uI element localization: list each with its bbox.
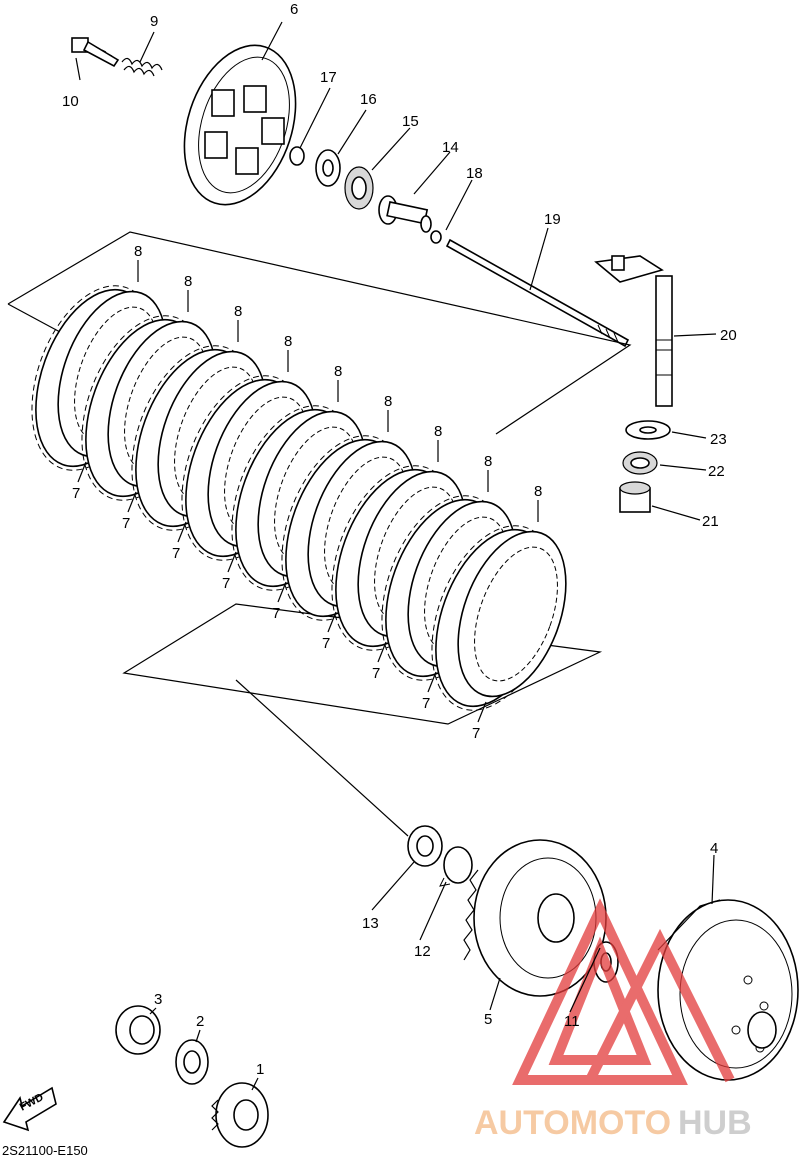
watermark-text-b: HUB: [678, 1104, 752, 1142]
label-15: 15: [402, 113, 419, 130]
label-7-1: 7: [72, 485, 80, 502]
label-23: 23: [710, 431, 727, 448]
leader-7-6: [327, 611, 337, 633]
plates-frame: [7, 231, 632, 725]
push-lever-shaft-20: [594, 255, 673, 407]
label-14: 14: [442, 139, 459, 156]
bearing-15: [344, 166, 374, 210]
pressure-plate-6: [183, 44, 297, 206]
label-9: 9: [150, 13, 158, 30]
fwd-arrow-icon: FWD: [2, 1086, 57, 1132]
label-17: 17: [320, 69, 337, 86]
label-16: 16: [360, 91, 377, 108]
label-8-6: 8: [384, 393, 392, 410]
circlip-17: [289, 146, 305, 166]
label-2: 2: [196, 1013, 204, 1030]
plate-labels: 8 7 8 7 8 7 8 7 8 7 8 7 8 7 8 7 8 7: [72, 243, 542, 742]
leader-7-5: [277, 581, 287, 603]
label-4: 4: [710, 840, 718, 857]
label-8-2: 8: [184, 273, 192, 290]
plate-pair-9: [431, 525, 567, 711]
watermark-logo-icon: [512, 898, 735, 1085]
washer-23: [625, 420, 671, 440]
label-7-7: 7: [372, 665, 380, 682]
label-8-1: 8: [134, 243, 142, 260]
bearing-21: [619, 481, 651, 513]
label-7-3: 7: [172, 545, 180, 562]
watermark-text-a: AUTOMOTO: [474, 1104, 671, 1142]
label-11: 11: [564, 1013, 580, 1030]
label-5: 5: [484, 1011, 492, 1028]
label-7-8: 7: [422, 695, 430, 712]
leader-7-4: [227, 551, 237, 573]
leader-line-center: [235, 679, 409, 837]
label-19: 19: [544, 211, 561, 228]
label-7-4: 7: [222, 575, 230, 592]
label-1: 1: [256, 1061, 264, 1078]
label-8-5: 8: [334, 363, 342, 380]
label-18: 18: [466, 165, 483, 182]
clutch-housing-4: [657, 899, 799, 1081]
diagram-code: 2S21100-E150: [2, 1143, 88, 1158]
label-3: 3: [154, 991, 162, 1008]
leader-7-9: [477, 701, 487, 723]
label-7-9: 7: [472, 725, 480, 742]
label-21: 21: [702, 513, 719, 530]
clutch-plates-stack: [31, 285, 567, 711]
bolt-10: [71, 37, 120, 68]
lock-washer-12: [439, 846, 473, 887]
leader-7-1: [77, 461, 87, 483]
leader-7-3: [177, 521, 187, 543]
label-10: 10: [62, 93, 79, 110]
label-6: 6: [290, 1, 298, 18]
washer-16: [315, 149, 341, 187]
washer-2: [175, 1039, 209, 1085]
label-7-5: 7: [272, 605, 280, 622]
primary-gear-1: [211, 1082, 269, 1148]
nut-13: [407, 825, 443, 867]
label-22: 22: [708, 463, 725, 480]
label-8-9: 8: [534, 483, 542, 500]
label-13: 13: [362, 915, 379, 932]
ball-18: [430, 230, 442, 244]
push-rod-19: [445, 238, 630, 348]
clutch-boss-5: [463, 839, 607, 997]
leader-7-2: [127, 491, 137, 513]
label-8-4: 8: [284, 333, 292, 350]
spacer-3: [115, 1005, 161, 1055]
leader-lines: [75, 21, 717, 1091]
label-12: 12: [414, 943, 431, 960]
label-7-2: 7: [122, 515, 130, 532]
push-rod-14: [378, 195, 432, 233]
label-7-6: 7: [322, 635, 330, 652]
oil-seal-22: [622, 451, 658, 475]
leader-7-8: [427, 671, 437, 693]
label-8-8: 8: [484, 453, 492, 470]
leader-7-7: [377, 641, 387, 663]
label-8-7: 8: [434, 423, 442, 440]
label-20: 20: [720, 327, 737, 344]
label-8-3: 8: [234, 303, 242, 320]
spring-9: [121, 57, 163, 77]
